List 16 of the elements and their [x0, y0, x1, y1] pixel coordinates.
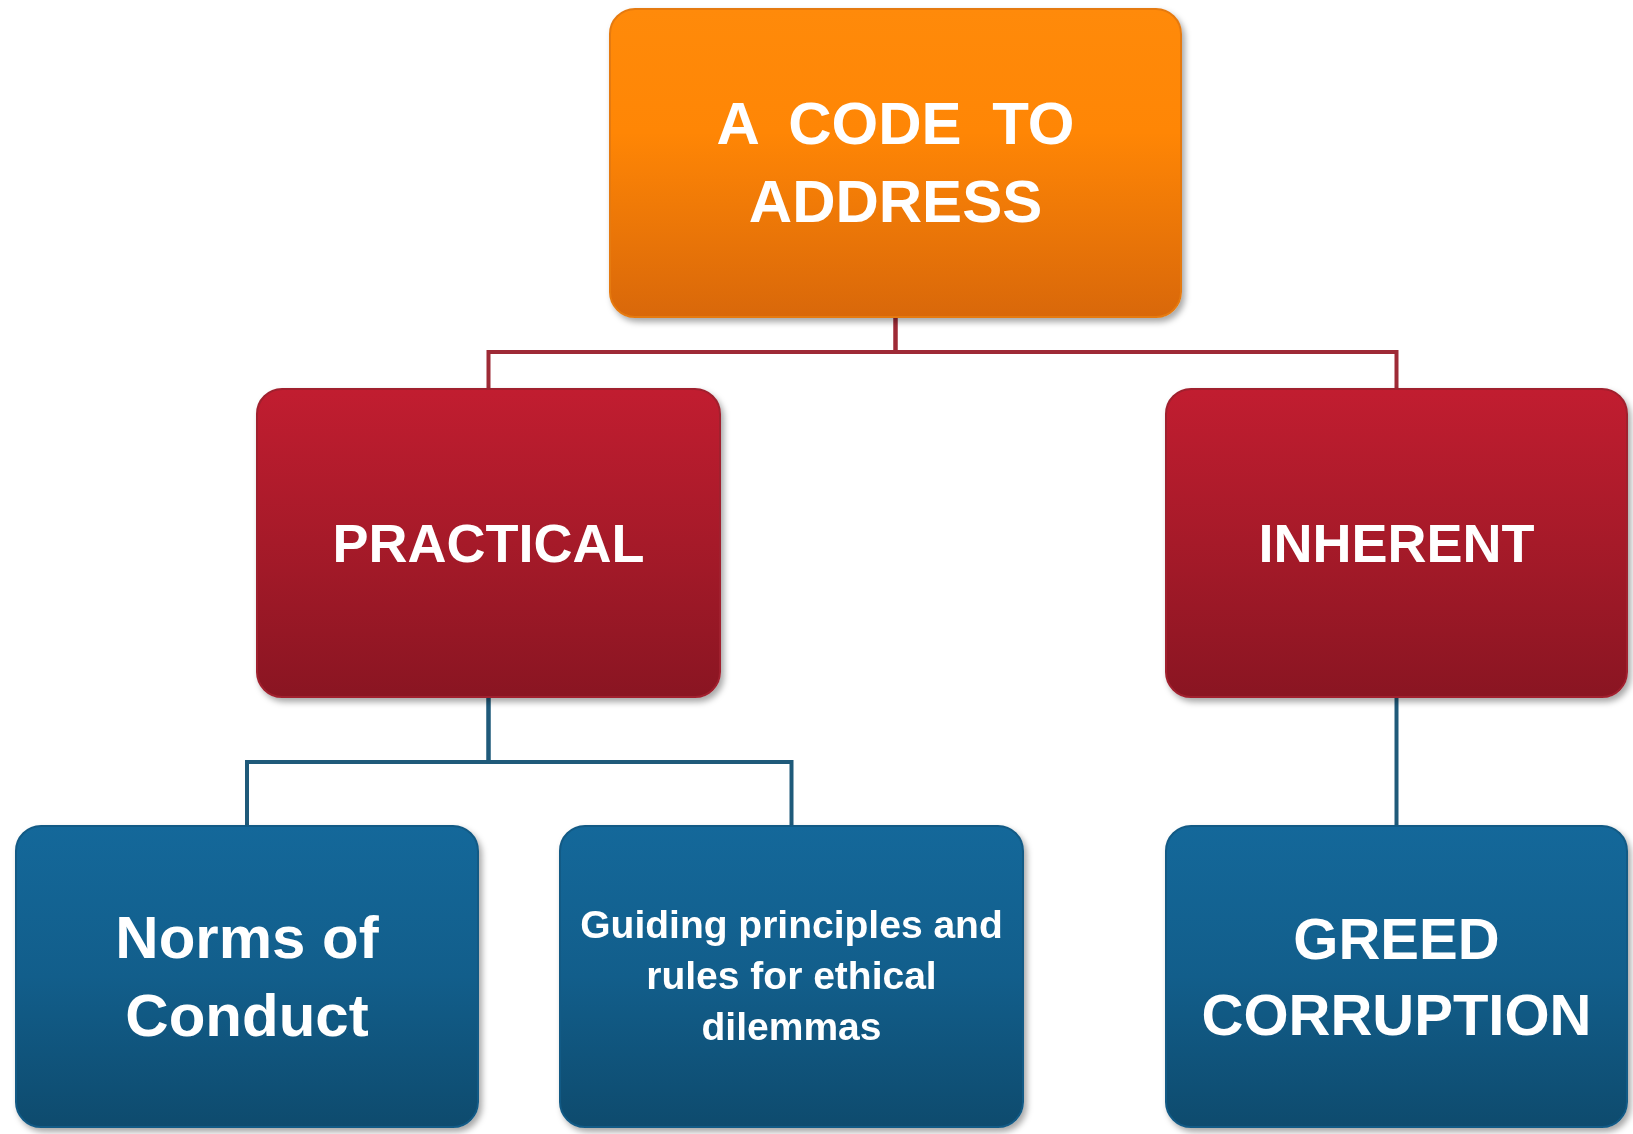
- rounded-box: [15, 825, 479, 1128]
- rounded-box: [256, 388, 721, 698]
- box-label: INHERENT: [1258, 511, 1535, 575]
- rounded-box: [1165, 825, 1628, 1128]
- connector-line: [1394, 698, 1399, 825]
- rounded-box: [1165, 388, 1628, 698]
- box-label: PRACTICAL: [332, 511, 645, 575]
- box-label: Guiding principles and rules for ethical dilemmas: [579, 902, 1004, 1050]
- box-label: CORRUPTION: [1201, 980, 1592, 1049]
- rounded-box: [609, 8, 1182, 318]
- rounded-box: [559, 825, 1024, 1128]
- box-label: GREED: [1293, 905, 1500, 974]
- connector-line: [486, 698, 794, 825]
- box-label: Norms of Conduct: [114, 902, 380, 1051]
- connector-line: [893, 318, 1399, 388]
- box-label: A CODE TO ADDRESS: [715, 89, 1076, 237]
